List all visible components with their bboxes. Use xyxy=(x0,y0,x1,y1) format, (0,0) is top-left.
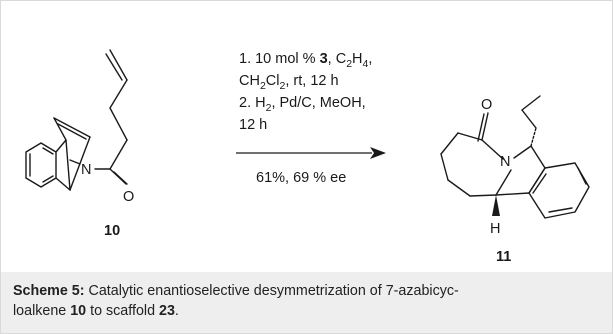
reaction-scheme: N O 10 1. 10 mol % 3, C2H4, CH2Cl2, rt, … xyxy=(25,49,590,265)
product-n-atom: N xyxy=(500,154,510,170)
reactant-structure: N O xyxy=(25,49,134,205)
reaction-arrow xyxy=(236,147,386,159)
caption-text-end: . xyxy=(174,302,179,319)
reactant-o-atom: O xyxy=(123,189,134,205)
condition-step-1-solvent: CH2Cl2, rt, 12 h xyxy=(239,73,339,92)
product-o-atom: O xyxy=(481,97,492,113)
caption-text-mid: to scaffold xyxy=(86,302,159,319)
condition-step-1: 1. 10 mol % 3, C2H4, xyxy=(239,51,372,70)
condition-step-2: 2. H2, Pd/C, MeOH, xyxy=(239,95,366,114)
product-label: 11 xyxy=(496,249,511,265)
condition-step-2-time: 12 h xyxy=(239,117,267,133)
reactant-n-atom: N xyxy=(81,162,91,178)
caption-text-cont: loalkene xyxy=(13,302,71,319)
reaction-result: 61%, 69 % ee xyxy=(256,170,346,186)
figure-caption: Scheme 5: Catalytic enantioselective des… xyxy=(1,272,612,333)
product-structure: N O H xyxy=(440,95,590,237)
product-benzene-ring xyxy=(528,162,590,219)
reactant-label: 10 xyxy=(104,223,120,239)
caption-scheme-label: Scheme 5: xyxy=(13,283,85,299)
caption-compound-link[interactable]: 23 xyxy=(159,302,175,319)
caption-text: Catalytic enantioselective desymmetrizat… xyxy=(84,283,459,299)
product-h-atom: H xyxy=(490,221,500,237)
caption-compound-link[interactable]: 10 xyxy=(70,302,87,319)
